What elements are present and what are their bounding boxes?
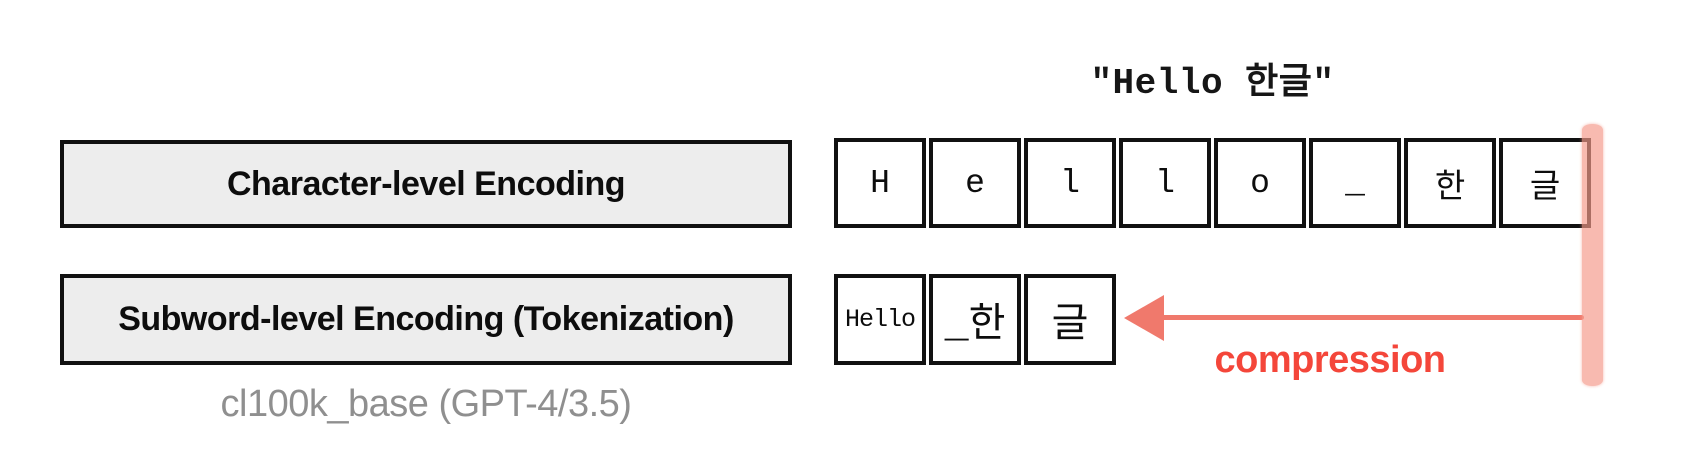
tokenizer-caption: cl100k_base (GPT-4/3.5): [220, 383, 632, 425]
compression-arrow-line: [1160, 315, 1584, 320]
subword-token-row: Hello _한 글: [834, 274, 1116, 365]
method-box-subword-level: Subword-level Encoding (Tokenization): [60, 274, 792, 365]
token-cell: l: [1119, 138, 1211, 228]
token-cell: H: [834, 138, 926, 228]
token-cell: e: [929, 138, 1021, 228]
token-cell: 한: [1404, 138, 1496, 228]
token-cell: 글: [1024, 274, 1116, 365]
token-cell: _한: [929, 274, 1021, 365]
compression-label: compression: [1214, 339, 1446, 381]
method-label-subword-level: Subword-level Encoding (Tokenization): [118, 300, 734, 338]
method-label-character-level: Character-level Encoding: [226, 164, 626, 203]
highlight-brush-stroke: [1582, 124, 1603, 386]
char-token-row: H e l l o _ 한 글: [834, 138, 1591, 228]
token-cell: l: [1024, 138, 1116, 228]
token-cell: 글: [1499, 138, 1591, 228]
sample-text-title: "Hello 한글": [1090, 63, 1335, 104]
token-cell: o: [1214, 138, 1306, 228]
token-cell: Hello: [834, 274, 926, 365]
token-cell: _: [1309, 138, 1401, 228]
method-box-character-level: Character-level Encoding: [60, 140, 792, 228]
compression-arrow-head-icon: [1124, 295, 1164, 341]
